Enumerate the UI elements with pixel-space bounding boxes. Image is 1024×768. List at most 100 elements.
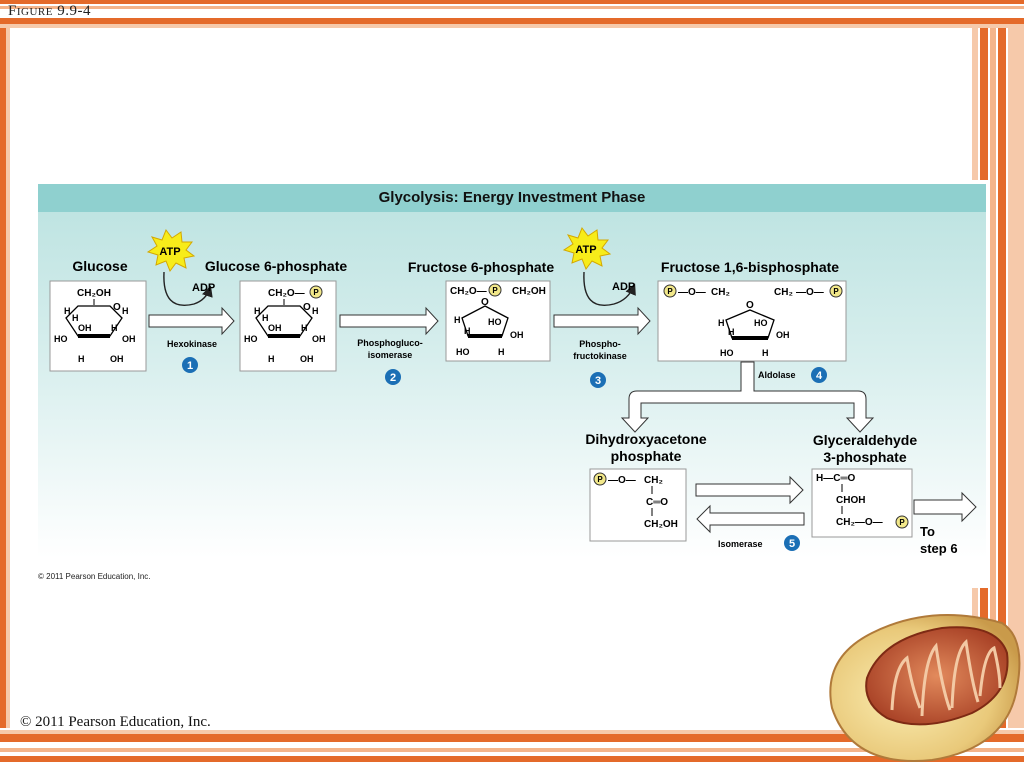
svg-text:4: 4 [816,370,823,382]
to-step-6-label-1: To [920,524,935,539]
svg-text:O: O [113,302,121,313]
step-2-badge: 2 [385,369,401,385]
top-stripe-mid [0,18,1024,24]
svg-text:OH: OH [510,330,524,340]
dhap-label-1: Dihydroxyacetone [585,431,707,447]
svg-text:CH₂OH: CH₂OH [77,288,111,299]
svg-text:5: 5 [789,538,795,550]
svg-text:P: P [667,287,673,296]
g3p-structure: H—C═O CHOH CH₂—O— P [811,468,913,538]
svg-text:H: H [122,306,129,316]
aldolase-split-arrow [620,361,875,433]
svg-text:H: H [268,354,275,364]
pathway-diagram: Glucose Glucose 6-phosphate Fructose 6-p… [49,226,977,556]
svg-text:H: H [762,348,769,358]
step-1-badge: 1 [182,357,198,373]
svg-text:2: 2 [390,372,396,384]
arrow-step-3 [553,306,651,336]
left-stripe [0,28,6,728]
step-5-badge: 5 [784,535,800,551]
f6p-structure: CH₂O— P CH₂OH O H HO H OH HO H [445,280,551,362]
enzyme-5-label: Isomerase [718,539,763,549]
svg-text:H: H [72,313,79,323]
isomerase-reverse-arrow [696,504,805,534]
g6p-label: Glucose 6-phosphate [205,258,348,274]
step-4-badge: 4 [811,367,827,383]
adp-curve-2 [583,271,636,306]
bottom-stripe-mid [0,756,1024,762]
enzyme-2-label-1: Phosphogluco- [357,338,423,348]
svg-text:—O—: —O— [796,287,824,298]
panel-header: Glycolysis: Energy Investment Phase [38,184,986,212]
top-stripe-dark [0,0,1024,4]
svg-text:HO: HO [54,334,68,344]
enzyme-2-label-2: isomerase [368,350,413,360]
dhap-label-2: phosphate [611,448,682,464]
svg-text:H: H [262,313,269,323]
atp-label-2: ATP [575,244,596,256]
arrow-step-2 [339,306,439,336]
top-stripe-light [0,6,1024,9]
svg-text:CH₂: CH₂ [644,475,663,486]
svg-text:HO: HO [244,334,258,344]
step-3-badge: 3 [590,372,606,388]
svg-text:OH: OH [78,323,92,333]
svg-text:H: H [718,318,725,328]
bottom-stripe-light [0,748,1024,752]
svg-text:H: H [454,315,461,325]
svg-text:CH₂O—: CH₂O— [268,288,305,299]
svg-text:H: H [78,354,85,364]
svg-text:—O—: —O— [678,287,706,298]
svg-text:CH₂OH: CH₂OH [512,286,546,297]
enzyme-1-label: Hexokinase [167,339,217,349]
svg-text:HO: HO [754,318,768,328]
svg-text:HO: HO [456,347,470,357]
f16bp-label: Fructose 1,6-bisphosphate [661,259,839,275]
panel-title: Glycolysis: Energy Investment Phase [378,189,646,206]
isomerase-forward-arrow [695,475,804,505]
g6p-structure: CH₂O— P O H H H OH H HO OH H OH [239,280,337,372]
svg-text:OH: OH [300,354,314,364]
adp-label-1: ADP [192,282,215,294]
to-step-6-label-2: step 6 [920,541,958,556]
svg-text:CH₂O—: CH₂O— [450,286,487,297]
to-step-6-arrow [913,491,977,523]
glucose-label: Glucose [72,258,127,274]
svg-text:C═O: C═O [646,497,668,508]
svg-text:H—C═O: H—C═O [816,473,856,484]
slide-copyright: © 2011 Pearson Education, Inc. [20,714,211,730]
svg-text:3: 3 [595,375,601,387]
bottom-stripe-dark [0,734,1024,742]
svg-text:OH: OH [110,354,124,364]
svg-text:P: P [833,287,839,296]
svg-text:O: O [481,297,489,308]
svg-text:P: P [492,286,498,295]
dhap-structure: P —O— CH₂ C═O CH₂OH [589,468,687,542]
atp-label-1: ATP [159,246,180,258]
svg-text:H: H [498,347,505,357]
svg-text:H: H [301,323,308,333]
glycolysis-panel: Glycolysis: Energy Investment Phase Gluc… [36,180,990,588]
f6p-label: Fructose 6-phosphate [408,259,554,275]
svg-text:O: O [303,302,311,313]
enzyme-4-label: Aldolase [758,370,796,380]
mitochondrion-illustration [829,614,1021,762]
figure-label: Figure 9.9-4 [8,3,91,19]
glucose-structure: CH₂OH O H H H OH H HO OH H OH [49,280,147,372]
svg-text:CH₂: CH₂ [774,287,793,298]
svg-text:O: O [746,300,754,311]
right-stripe-3 [990,28,996,728]
g3p-label-2: 3-phosphate [823,449,906,465]
g3p-label-1: Glyceraldehyde [813,432,917,448]
top-stripe-pale [0,24,1024,28]
panel-copyright: © 2011 Pearson Education, Inc. [38,572,151,581]
adp-curve-1 [163,271,213,306]
svg-text:P: P [899,518,905,527]
adp-label-2: ADP [612,281,635,293]
svg-text:CH₂OH: CH₂OH [644,519,678,530]
right-stripe-4 [998,28,1006,728]
atp-burst-1: ATP [146,228,196,273]
svg-text:H: H [312,306,319,316]
svg-text:H: H [64,306,71,316]
svg-text:H: H [111,323,118,333]
